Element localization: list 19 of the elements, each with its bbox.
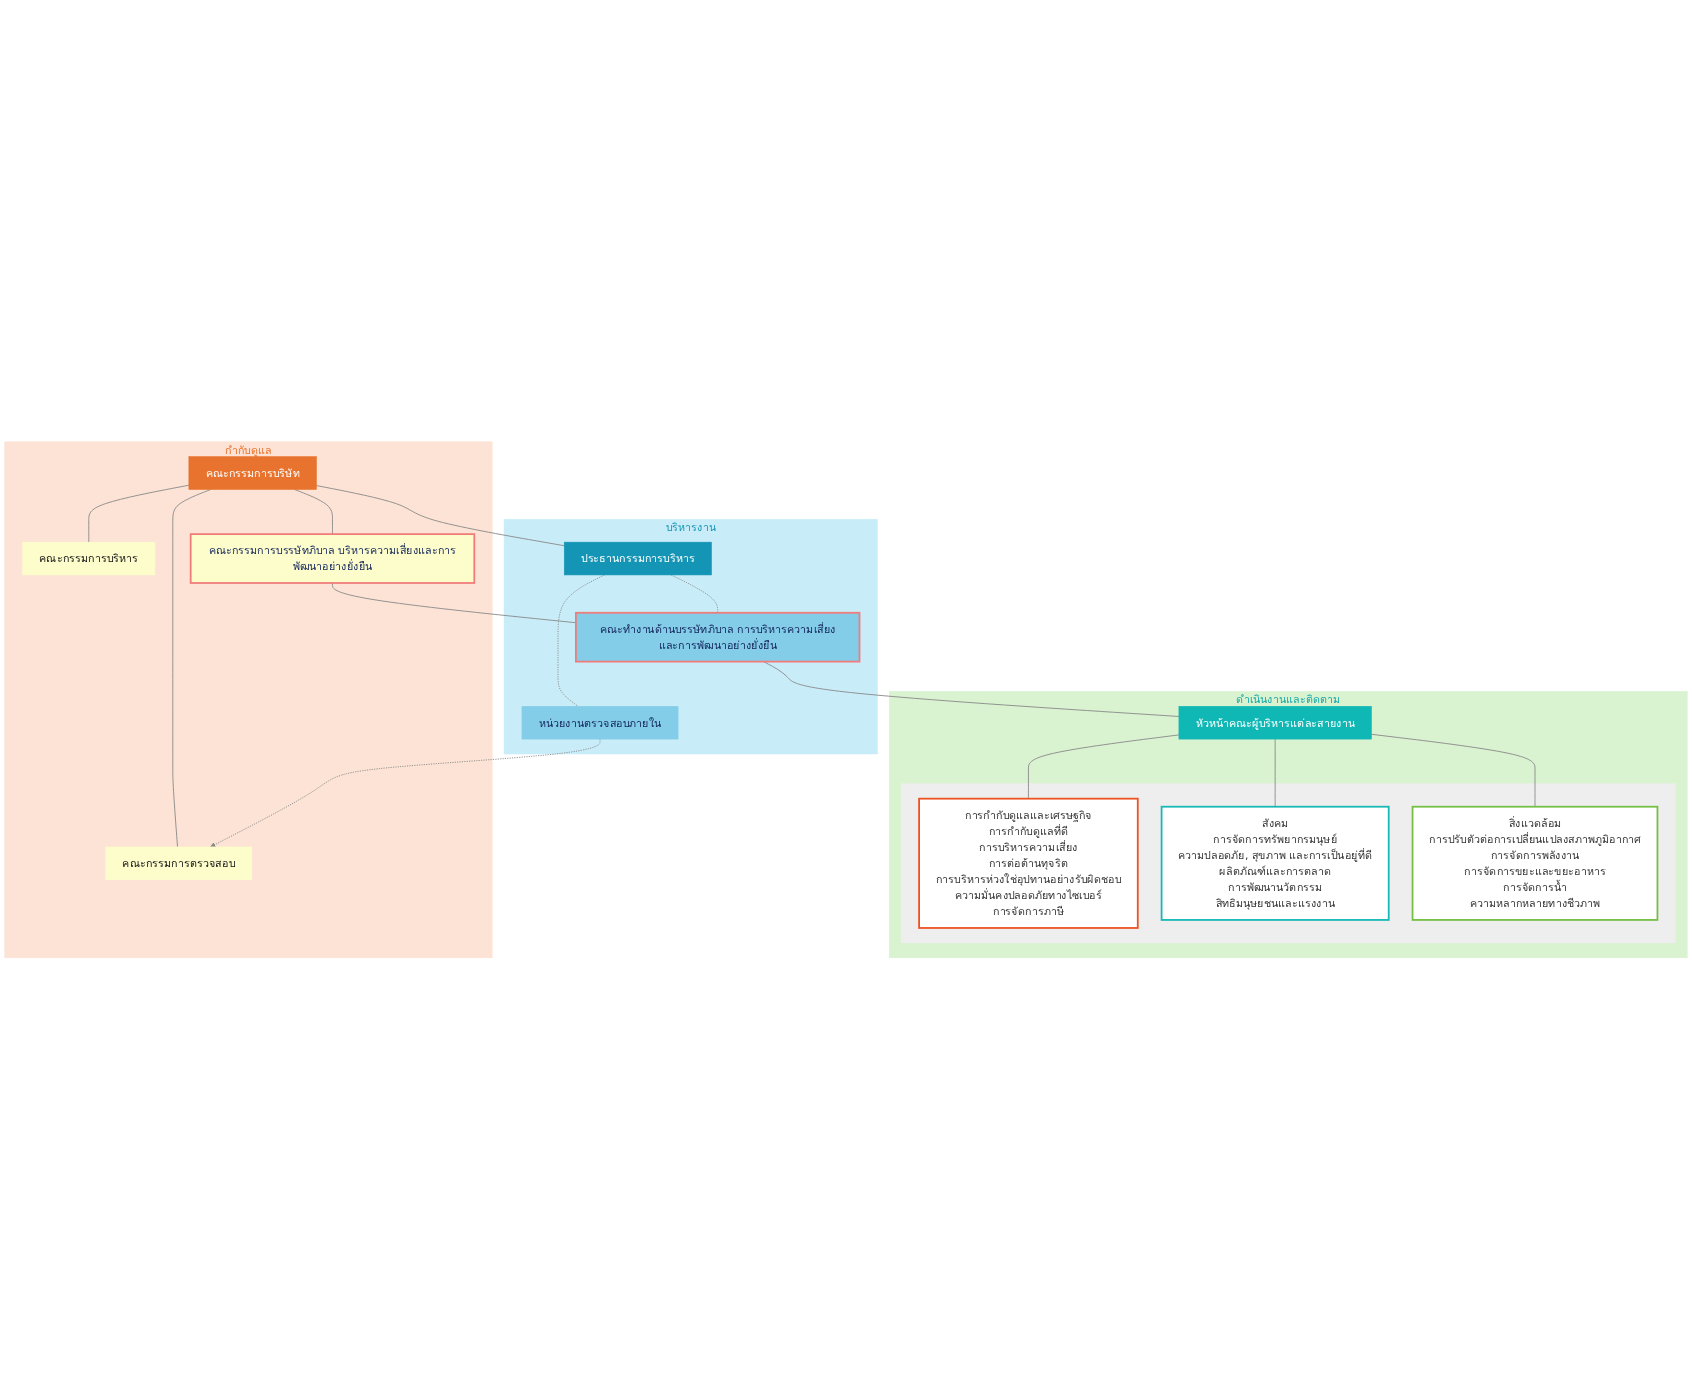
connector <box>763 661 1180 718</box>
node-box: คณะกรรมการบรรษัทภิบาล บริหารความเสี่ยงและการพัฒนาอย่างยั่งยืน <box>189 533 476 585</box>
node-box: คณะทำงานด้านบรรษัทภิบาล การบริหารความเสี่ยงและการพัฒนาอย่างยั่งยืน <box>575 612 861 663</box>
node-box: สิ่งแวดล้อม การปรับตัวต่อการเปลี่ยนแปลงสภาพภูมิอากาศ การจัดการพลังงาน การจัดการขยะและขยะอาหาร การจัดการน้ำ ความหลากหลายทางชีวภาพ <box>1411 806 1659 922</box>
connector <box>1027 734 1180 800</box>
node-box: สังคม การจัดการทรัพยากรมนุษย์ ความปลอดภัย, สุขภาพ และการเป็นอยู่ที่ดี ผลิตภัณฑ์และการตลาด การพัฒนานวัตกรรม สิทธิมนุษยชนและแรงงาน <box>1160 806 1390 922</box>
node-box: คณะกรรมการตรวจสอบ <box>105 846 253 881</box>
node-box: หัวหน้าคณะผู้บริหารแต่ละสายงาน <box>1178 706 1372 740</box>
connector <box>315 485 565 547</box>
connector <box>88 485 190 543</box>
connector <box>294 489 333 535</box>
node-box: ประธานกรรมการบริหาร <box>563 542 712 576</box>
node-box: หน่วยงานตรวจสอบภายใน <box>521 706 679 740</box>
connector <box>1370 734 1536 808</box>
node-box: คณะกรรมการบริหาร <box>22 542 156 576</box>
node-box: คณะกรรมการบริษัท <box>188 456 317 490</box>
connector <box>1274 738 1276 808</box>
node-box: การกำกับดูแลและเศรษฐกิจ การกำกับดูแลที่ดี การบริหารความเสี่ยง การต่อต้านทุจริต การบริหารห่วงใช่อุปทานอย่างรับผิดชอบ ความมั่นคงปลอดภัยทางไซเบอร์ การจัดการภาษี <box>918 798 1139 930</box>
cluster <box>900 783 1676 944</box>
